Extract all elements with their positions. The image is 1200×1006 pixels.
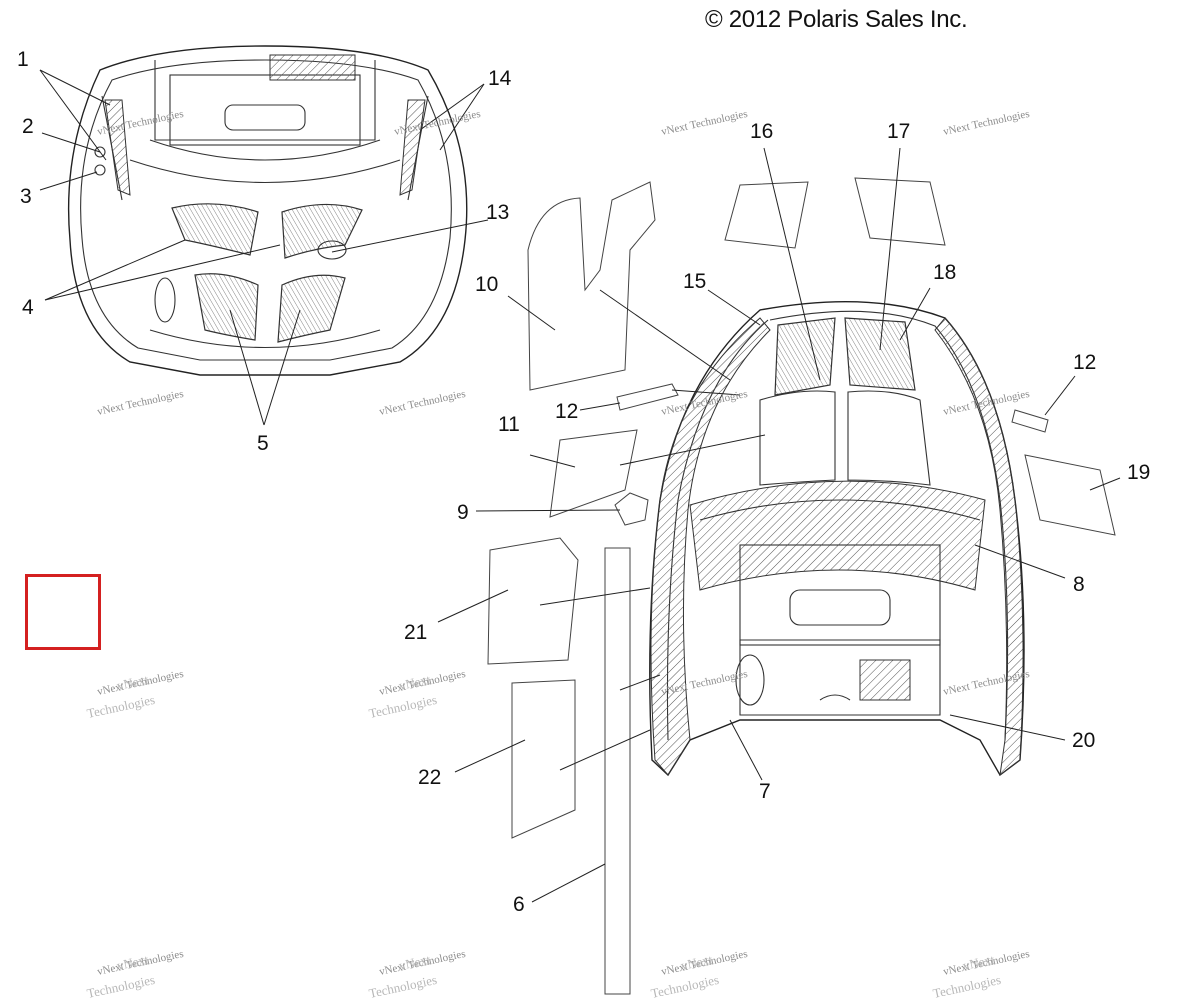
front-hood-assembly: [649, 300, 1025, 777]
callout-22: 22: [418, 766, 441, 789]
watermark: vNext Technologies: [942, 108, 1031, 138]
decal-16: [724, 181, 809, 249]
svg-text:vNext: vNext: [398, 672, 433, 693]
decal-17: [854, 177, 946, 246]
rear-hood-assembly: [67, 45, 468, 376]
watermark: Technologies: [86, 692, 157, 721]
watermark: Technologies: [932, 972, 1003, 1001]
svg-text:vNext: vNext: [680, 952, 715, 973]
callout-15: 15: [683, 270, 706, 293]
decals: [487, 177, 1116, 995]
callout-3: 3: [20, 185, 32, 208]
callout-6: 6: [513, 893, 525, 916]
callout-5: 5: [257, 432, 269, 455]
watermark: Technologies: [86, 972, 157, 1001]
callout-9: 9: [457, 501, 469, 524]
svg-text:Technologies: Technologies: [368, 972, 439, 1001]
leader-lines: [39, 69, 1121, 903]
callout-2: 2: [22, 115, 34, 138]
callout-8: 8: [1073, 573, 1085, 596]
watermark: vNext: [962, 952, 997, 973]
decal-21: [487, 537, 579, 665]
callout-1: 1: [17, 48, 29, 71]
watermark: Technologies: [368, 972, 439, 1001]
watermark: vNext Technologies: [660, 108, 749, 138]
decal-12-right: [1011, 409, 1049, 433]
callout-14: 14: [488, 67, 512, 90]
watermark: vNext: [680, 952, 715, 973]
callout-13: 13: [486, 201, 509, 224]
callout-labels: 1 2 3 4 5 6 7 8 9 10 11 12 12 13 14 15 1…: [17, 48, 1150, 916]
watermark: vNext: [116, 672, 151, 693]
svg-text:vNext Technologies: vNext Technologies: [942, 108, 1031, 138]
svg-text:vNext Technologies: vNext Technologies: [660, 108, 749, 138]
decal-11: [549, 429, 638, 518]
watermark: vNext Technologies: [96, 388, 185, 418]
svg-text:Technologies: Technologies: [368, 692, 439, 721]
decal-6: [604, 547, 631, 995]
callout-11: 11: [498, 413, 520, 436]
callout-17: 17: [887, 120, 910, 143]
decal-10: [527, 181, 656, 391]
callout-19: 19: [1127, 461, 1150, 484]
callout-18: 18: [933, 261, 956, 284]
selection-highlight-box[interactable]: [25, 574, 101, 650]
callout-4: 4: [22, 296, 34, 319]
watermark: vNext: [398, 672, 433, 693]
watermark: Technologies: [650, 972, 721, 1001]
decal-9: [614, 492, 649, 526]
watermark: Technologies: [368, 692, 439, 721]
svg-text:vNext: vNext: [116, 672, 151, 693]
callout-12-left: 12: [555, 400, 578, 423]
svg-text:vNext Technologies: vNext Technologies: [96, 388, 185, 418]
callout-7: 7: [759, 780, 771, 803]
svg-text:Technologies: Technologies: [932, 972, 1003, 1001]
callout-16: 16: [750, 120, 773, 143]
decal-12-left: [616, 383, 679, 411]
svg-text:vNext Technologies: vNext Technologies: [378, 388, 467, 418]
watermark: vNext: [116, 952, 151, 973]
callout-12-right: 12: [1073, 351, 1096, 374]
decal-22: [511, 679, 576, 839]
svg-text:Technologies: Technologies: [650, 972, 721, 1001]
callout-21: 21: [404, 621, 427, 644]
callout-20: 20: [1072, 729, 1095, 752]
copyright-notice: © 2012 Polaris Sales Inc.: [705, 6, 968, 33]
svg-text:vNext: vNext: [962, 952, 997, 973]
svg-text:Technologies: Technologies: [86, 972, 157, 1001]
watermark: vNext: [398, 952, 433, 973]
svg-text:Technologies: Technologies: [86, 692, 157, 721]
callout-10: 10: [475, 273, 498, 296]
decal-19: [1024, 454, 1116, 536]
watermark: vNext Technologies: [378, 388, 467, 418]
svg-text:vNext: vNext: [398, 952, 433, 973]
svg-text:vNext: vNext: [116, 952, 151, 973]
